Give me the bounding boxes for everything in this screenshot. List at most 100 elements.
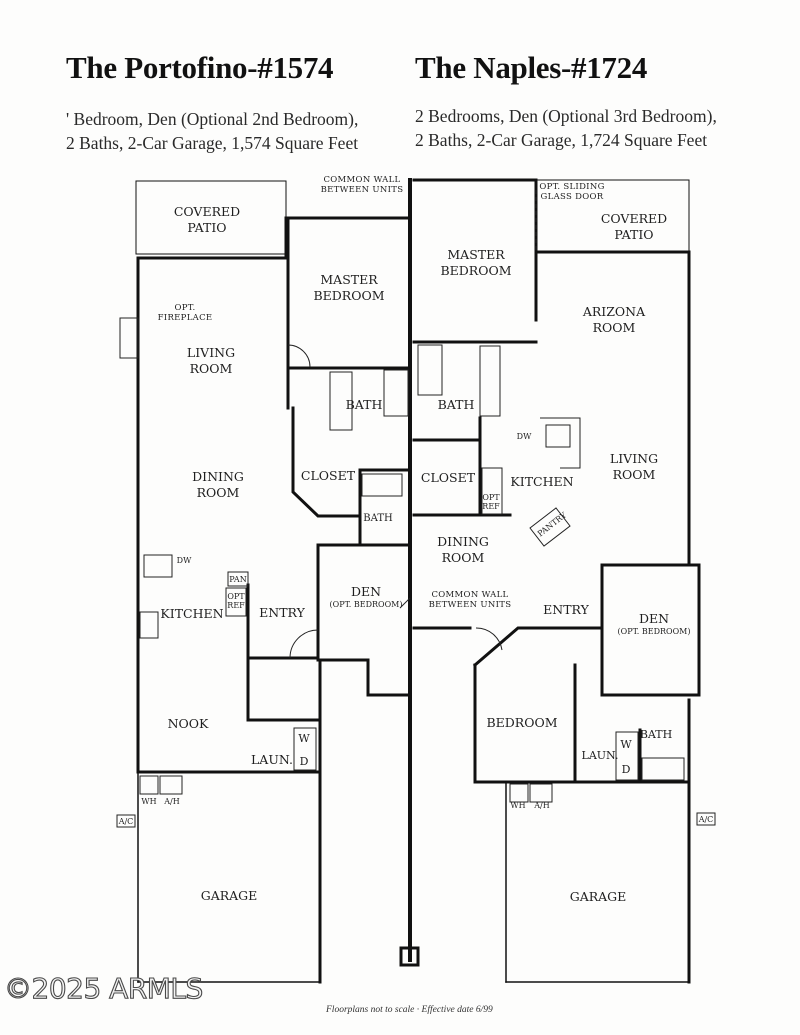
portofino-pan-label: PAN (229, 575, 247, 584)
portofino-washer-label: W (298, 732, 310, 745)
portofino-entry-label: ENTRY (259, 605, 305, 620)
naples-vanity (479, 345, 501, 417)
portofino-vanity (329, 371, 353, 431)
portofino-dw-label: DW (176, 556, 192, 565)
common-wall-mid-line-1: COMMON WALL (431, 590, 509, 600)
naples-wh-label: WH (510, 801, 526, 810)
portofino-opt-ref-label: OPT REF (227, 592, 244, 610)
portofino-range (139, 611, 159, 639)
naples-washer-dryer (615, 731, 639, 781)
naples-master-bedroom-line-2: BEDROOM (440, 263, 512, 278)
portofino-covered-patio-line-2: PATIO (187, 220, 227, 235)
naples-shower (417, 344, 443, 396)
portofino-covered-patio-line-1: COVERED (173, 204, 241, 219)
portofino-living-room-line-1: LIVING (186, 345, 236, 360)
portofino-dining-room-line-2: ROOM (196, 485, 240, 500)
portofino-den-line-2: (OPT. BEDROOM) (329, 600, 403, 609)
naples-dining-room-line-1: DINING (437, 534, 489, 549)
footnote: Floorplans not to scale · Effective date… (326, 1005, 493, 1015)
common-wall-top-label: COMMON WALL BETWEEN UNITS (321, 175, 404, 195)
naples-opt-ref-label: OPT REF (482, 493, 499, 511)
naples-den-wall (600, 563, 701, 697)
portofino-ah-label: A/H (164, 797, 180, 806)
common-wall-mid-label: COMMON WALL BETWEEN UNITS (429, 590, 512, 610)
portofino-ac-label: A/C (118, 817, 134, 826)
naples-air-handler (529, 783, 553, 803)
naples-bath-2-label: BATH (639, 728, 673, 741)
portofino-entry-door-swing (289, 629, 319, 659)
portofino-covered-patio-label: COVERED PATIO (174, 204, 240, 236)
naples-ah-label: A/H (534, 801, 550, 810)
portofino-opt-fireplace-line-2: FIREPLACE (157, 313, 213, 323)
common-wall-mid-line-2: BETWEEN UNITS (428, 600, 512, 610)
common-wall-top-line-2: BETWEEN UNITS (320, 185, 404, 195)
portofino-den-line-1: DEN (350, 584, 382, 599)
portofino-shower (383, 369, 409, 417)
naples-sink (545, 424, 571, 448)
portofino-air-handler (159, 775, 183, 795)
naples-dining-room-line-2: ROOM (441, 550, 485, 565)
portofino-tub (361, 473, 403, 497)
portofino-master-bedroom-label: MASTER BEDROOM (313, 272, 384, 304)
naples-bedroom-wall (472, 626, 604, 668)
naples-ac-label: A/C (698, 815, 714, 824)
naples-opt-ref-line-1: OPT (482, 493, 500, 502)
portofino-kitchen-label: KITCHEN (160, 606, 224, 621)
portofino-den-label: DEN (OPT. BEDROOM) (330, 584, 403, 609)
portofino-washer-dryer (293, 727, 317, 771)
naples-tub (641, 757, 685, 781)
naples-dryer-label: D (621, 763, 631, 776)
naples-laundry-label: LAUN. (581, 749, 619, 762)
naples-master-bedroom-wall (412, 178, 538, 322)
naples-master-bedroom-label: MASTER BEDROOM (440, 247, 511, 279)
naples-covered-patio-line-1: COVERED (600, 211, 668, 226)
portofino-master-bath-label: BATH (345, 397, 383, 412)
naples-living-room-label: LIVING ROOM (610, 451, 658, 483)
naples-garage-label: GARAGE (569, 889, 627, 904)
naples-covered-patio-label: COVERED PATIO (601, 211, 667, 243)
naples-living-room-line-1: LIVING (609, 451, 659, 466)
portofino-bath-2-label: BATH (363, 513, 393, 524)
portofino-subtitle-line-1: ' Bedroom, Den (Optional 2nd Bedroom), (66, 109, 359, 129)
naples-kitchen-counter (540, 417, 581, 469)
portofino-laundry-label: LAUN. (251, 752, 293, 767)
portofino-opt-fireplace-label: OPT. FIREPLACE (158, 303, 213, 323)
portofino-sink (143, 554, 173, 578)
portofino-opt-fireplace-line-1: OPT. (174, 303, 196, 313)
portofino-exterior-wall (136, 216, 322, 774)
common-wall-post (399, 946, 420, 967)
naples-subtitle-line-1: 2 Bedrooms, Den (Optional 3rd Bedroom), (415, 106, 717, 126)
naples-opt-sliding-door-line-1: OPT. SLIDING (539, 182, 605, 192)
portofino-dining-room-line-1: DINING (192, 469, 244, 484)
naples-den-line-1: DEN (638, 611, 670, 626)
portofino-water-heater (139, 775, 159, 795)
portofino-master-bedroom-line-1: MASTER (320, 272, 378, 287)
naples-exterior-wall (534, 250, 691, 567)
naples-arizona-room-line-1: ARIZONA (582, 304, 646, 319)
naples-living-room-line-2: ROOM (612, 467, 656, 482)
armls-watermark: ©2025 ARMLS (3, 971, 203, 1005)
portofino-fireplace (119, 317, 139, 359)
naples-bedroom-label: BEDROOM (486, 715, 558, 730)
portofino-dryer-label: D (299, 755, 309, 768)
naples-opt-sliding-door-label: OPT. SLIDING GLASS DOOR (539, 182, 604, 202)
naples-water-heater (509, 783, 529, 803)
portofino-living-room-label: LIVING ROOM (187, 345, 235, 377)
naples-den-label: DEN (OPT. BEDROOM) (618, 611, 691, 636)
common-wall-arrow (399, 597, 411, 609)
naples-pantry-outline (529, 507, 571, 547)
naples-ref (481, 467, 503, 515)
naples-den-line-2: (OPT. BEDROOM) (617, 627, 691, 636)
portofino-garage-label: GARAGE (200, 888, 258, 903)
naples-master-bedroom-line-1: MASTER (447, 247, 505, 262)
portofino-opt-ref-line-1: OPT (227, 592, 245, 601)
portofino-ref (225, 587, 247, 617)
portofino-den-wall (316, 658, 412, 697)
naples-master-bath-label: BATH (437, 397, 475, 412)
naples-title: The Naples-#1724 (415, 50, 648, 85)
portofino-closet-label: CLOSET (300, 468, 356, 483)
portofino-pantry (227, 571, 249, 587)
naples-kitchen-label: KITCHEN (510, 474, 574, 489)
naples-dw-label: DW (516, 432, 532, 441)
